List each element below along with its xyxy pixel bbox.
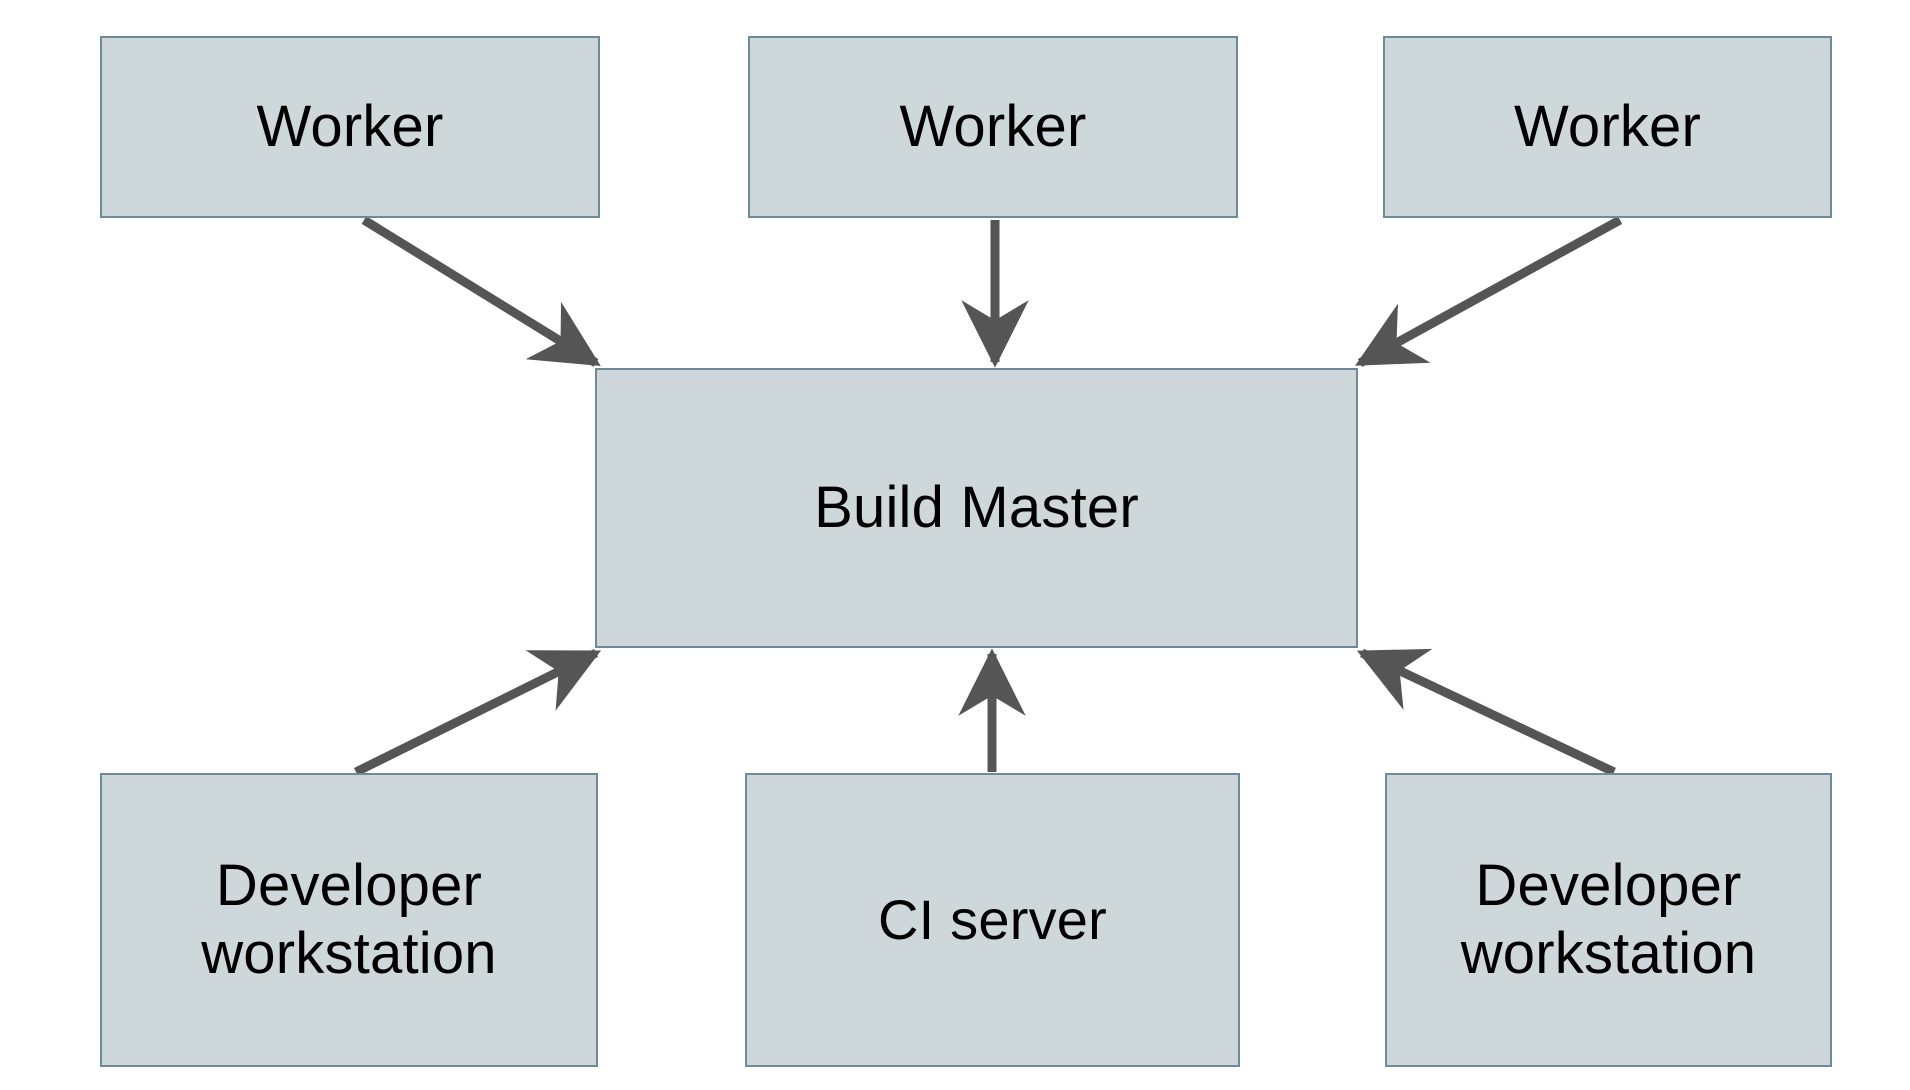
node-worker-3[interactable]: Worker <box>1383 36 1832 218</box>
node-worker-2-label: Worker <box>899 94 1087 160</box>
edge-devws1-to-master <box>354 648 602 777</box>
edge-worker1-to-master <box>361 216 601 367</box>
node-worker-1[interactable]: Worker <box>100 36 600 218</box>
node-ci-server[interactable]: CI server <box>745 773 1240 1067</box>
node-worker-3-label: Worker <box>1513 94 1702 160</box>
node-developer-workstation-2-label: Developer workstation <box>1460 853 1757 986</box>
node-developer-workstation-1-label: Developer workstation <box>201 853 497 986</box>
edge-devws2-to-master <box>1356 648 1616 777</box>
node-worker-2[interactable]: Worker <box>748 36 1238 218</box>
node-developer-workstation-1[interactable]: Developer workstation <box>100 773 598 1067</box>
edge-worker3-to-master <box>1355 216 1623 367</box>
node-developer-workstation-2[interactable]: Developer workstation <box>1385 773 1832 1067</box>
node-worker-1-label: Worker <box>256 94 444 160</box>
node-build-master-label: Build Master <box>814 475 1139 541</box>
node-build-master[interactable]: Build Master <box>595 368 1358 648</box>
node-ci-server-label: CI server <box>878 888 1107 952</box>
